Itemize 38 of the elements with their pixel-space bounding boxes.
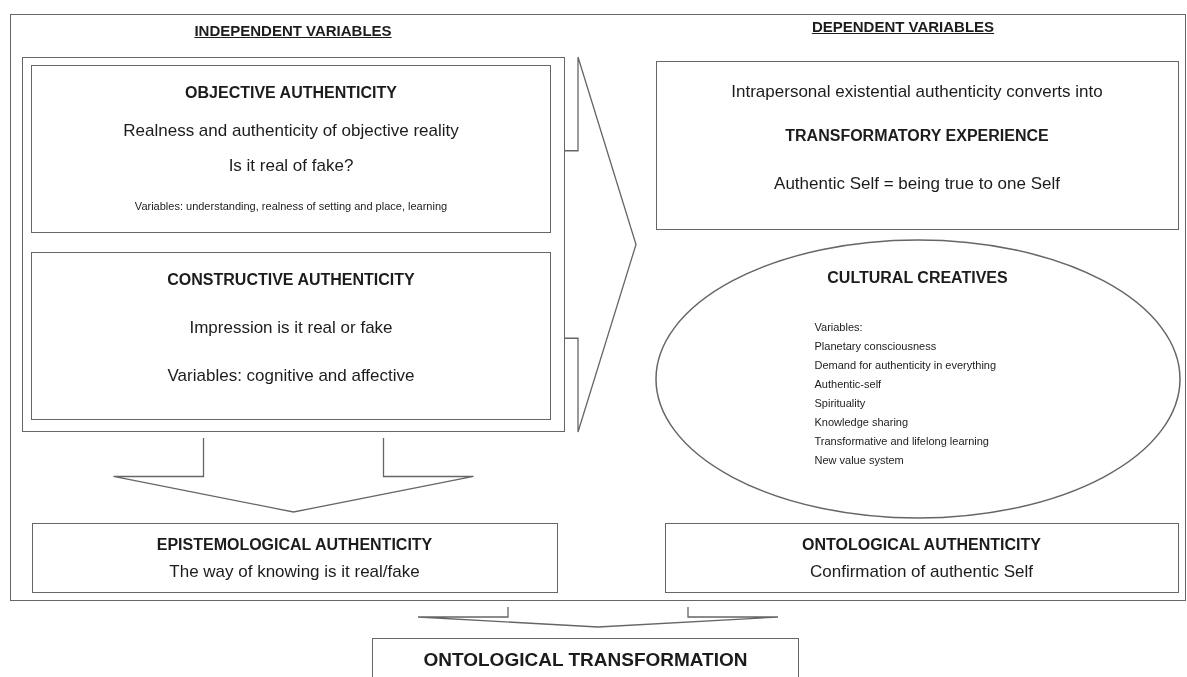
node-heading: ONTOLOGICAL TRANSFORMATION — [422, 649, 749, 671]
section-heading: DEPENDENT VARIABLES — [811, 18, 995, 35]
list-item: Planetary consciousness — [814, 339, 937, 353]
block-arrow — [112, 437, 475, 513]
node-text: Intrapersonal existential authenticity converts into — [730, 81, 1104, 102]
process-box — [664, 522, 1179, 593]
list-item: Spirituality — [814, 396, 866, 410]
process-box — [31, 252, 551, 420]
node-text: Confirmation of authentic Self — [809, 561, 1034, 582]
list-item: New value system — [814, 453, 904, 467]
node-text: The way of knowing is it real/fake — [168, 561, 421, 582]
node-text: Impression is it real or fake — [188, 318, 394, 338]
process-box — [372, 638, 799, 677]
list-item: Demand for authenticity in everything — [814, 358, 997, 372]
node-heading: ONTOLOGICAL AUTHENTICITY — [801, 535, 1042, 554]
process-box — [655, 60, 1179, 230]
node-text: Variables: cognitive and affective — [166, 366, 416, 386]
list-item: Transformative and lifelong learning — [814, 434, 989, 448]
node-text: Realness and authenticity of objective reality — [122, 121, 460, 141]
list-item: Authentic-self — [814, 377, 882, 391]
list-item: Knowledge sharing — [814, 415, 909, 429]
node-heading: TRANSFORMATORY EXPERIENCE — [784, 126, 1050, 145]
frame-box — [10, 14, 1186, 601]
node-text: Variables: understanding, realness of setting and place, learning — [133, 200, 449, 212]
block-arrow — [564, 56, 637, 433]
node-text: Authentic Self = being true to one Self — [773, 173, 1061, 194]
node-heading: OBJECTIVE AUTHENTICITY — [184, 84, 398, 102]
block-arrow — [417, 606, 779, 628]
node-heading: CONSTRUCTIVE AUTHENTICITY — [166, 271, 416, 289]
process-box — [31, 522, 558, 593]
node-heading: CULTURAL CREATIVES — [826, 268, 1009, 287]
section-heading: INDEPENDENT VARIABLES — [194, 22, 392, 39]
ellipse-node — [654, 238, 1181, 519]
group-box — [21, 56, 565, 432]
node-heading: EPISTEMOLOGICAL AUTHENTICITY — [155, 535, 434, 554]
node-text: Is it real of fake? — [227, 156, 355, 176]
list-item: Variables: — [814, 320, 863, 334]
process-box — [31, 65, 551, 233]
